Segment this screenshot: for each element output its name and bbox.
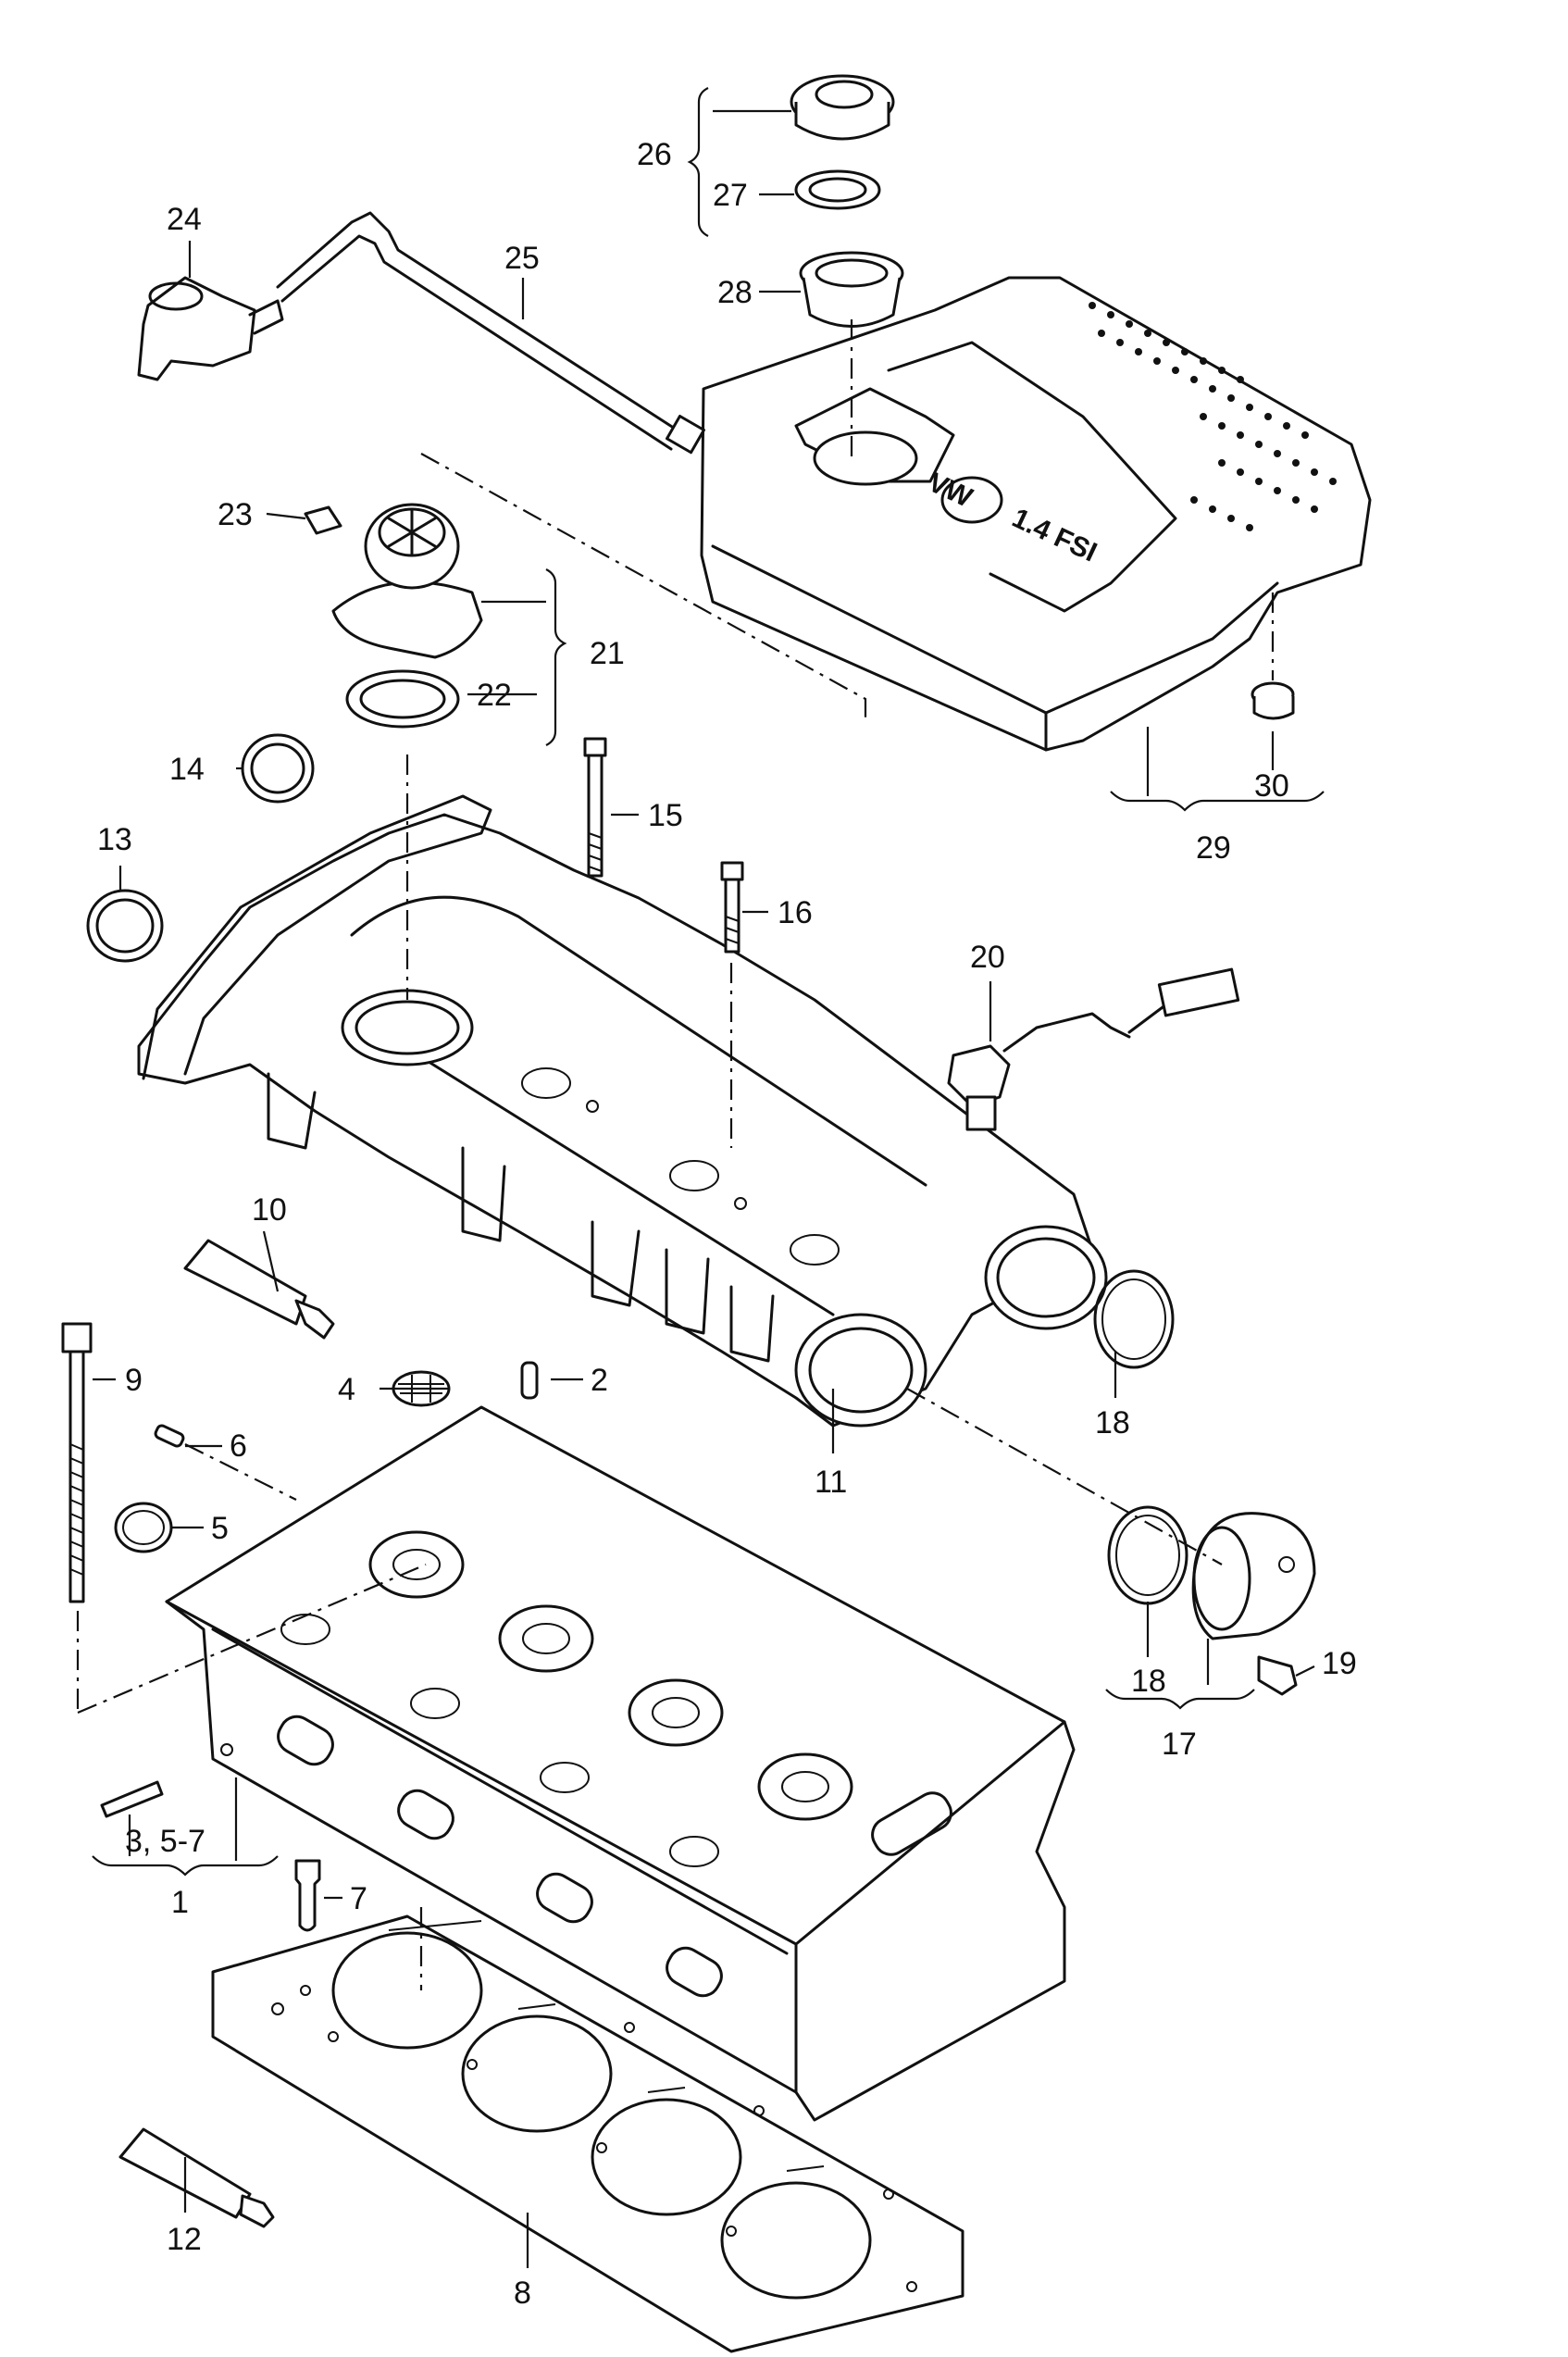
pcv-valve-unit xyxy=(331,503,483,659)
sealant-tube-10 xyxy=(183,1239,335,1340)
callout-21: 21 xyxy=(590,636,625,671)
cylinder-head xyxy=(165,1405,1076,2122)
plug-7 xyxy=(294,1859,321,1932)
sealing-plug-5 xyxy=(114,1502,173,1553)
callout-14: 14 xyxy=(169,752,205,787)
callout-7: 7 xyxy=(350,1881,367,1916)
callout-10: 10 xyxy=(252,1192,287,1228)
callout-2: 2 xyxy=(591,1363,608,1398)
o-ring-18-upper xyxy=(1093,1269,1175,1369)
pcv-screw xyxy=(304,505,342,535)
camshaft-housing xyxy=(137,813,1108,1428)
vacuum-pump-cover xyxy=(1191,1512,1316,1640)
callout-12: 12 xyxy=(167,2222,202,2257)
callout-6: 6 xyxy=(230,1428,247,1464)
callout-19: 19 xyxy=(1322,1646,1357,1681)
callout-16: 16 xyxy=(778,895,813,930)
callout-3: 3, 5-7 xyxy=(125,1824,205,1859)
leader-lines xyxy=(92,87,1325,2268)
callout-labels: 26 27 28 24 25 23 21 22 14 13 15 16 20 3… xyxy=(97,137,1357,2311)
callout-18-lower: 18 xyxy=(1131,1664,1166,1699)
callout-13: 13 xyxy=(97,822,132,857)
cylinder-head-bolt xyxy=(61,1322,93,1603)
cover-gasket xyxy=(142,794,492,1080)
callout-11: 11 xyxy=(815,1465,847,1500)
oil-filler-cap xyxy=(790,74,895,141)
vacuum-pump-axis-line xyxy=(906,1388,1223,1565)
o-ring-18-lower xyxy=(1107,1505,1188,1605)
bolt-15 xyxy=(583,737,607,878)
cover-grommet xyxy=(1251,681,1295,720)
callout-29: 29 xyxy=(1196,830,1231,866)
callout-4: 4 xyxy=(338,1372,355,1407)
callout-26: 26 xyxy=(637,137,672,172)
callout-30: 30 xyxy=(1254,768,1289,804)
callout-15: 15 xyxy=(648,798,683,833)
breather-hose xyxy=(276,211,705,455)
seal-ring-13 xyxy=(86,889,164,963)
callout-5: 5 xyxy=(211,1511,229,1546)
stud-3 xyxy=(100,1780,164,1818)
cover-mount-axis-line xyxy=(420,453,867,722)
callout-20: 20 xyxy=(970,940,1005,975)
callout-8: 8 xyxy=(514,2276,531,2311)
seal-ring-14 xyxy=(241,733,315,804)
filler-cap-seal xyxy=(794,169,881,210)
pin-6 xyxy=(154,1424,185,1448)
dowel-pin-2 xyxy=(520,1361,539,1400)
pressure-regulating-valve xyxy=(137,276,284,381)
callout-27: 27 xyxy=(713,178,748,213)
cover-texture-dots xyxy=(1089,302,1337,531)
engine-cover: VW 1.4 FSI xyxy=(700,276,1372,752)
callout-23: 23 xyxy=(218,497,253,532)
bolt-19 xyxy=(1257,1655,1298,1696)
callout-17: 17 xyxy=(1162,1727,1197,1762)
cylinder-head-gasket xyxy=(211,1914,964,2353)
filler-neck xyxy=(799,251,904,328)
callout-22: 22 xyxy=(477,678,512,713)
callout-18-upper: 18 xyxy=(1095,1405,1130,1440)
callout-24: 24 xyxy=(167,202,202,237)
head-bolt-axis-line-2 xyxy=(77,1563,427,1715)
bolt-16 xyxy=(720,861,744,954)
sealant-tube-12 xyxy=(118,2127,275,2228)
callout-1: 1 xyxy=(171,1885,189,1920)
callout-25: 25 xyxy=(504,241,540,276)
callout-9: 9 xyxy=(125,1363,143,1398)
pcv-seal-ring xyxy=(345,669,460,729)
hall-sender xyxy=(947,967,1240,1131)
callout-28: 28 xyxy=(717,275,753,310)
